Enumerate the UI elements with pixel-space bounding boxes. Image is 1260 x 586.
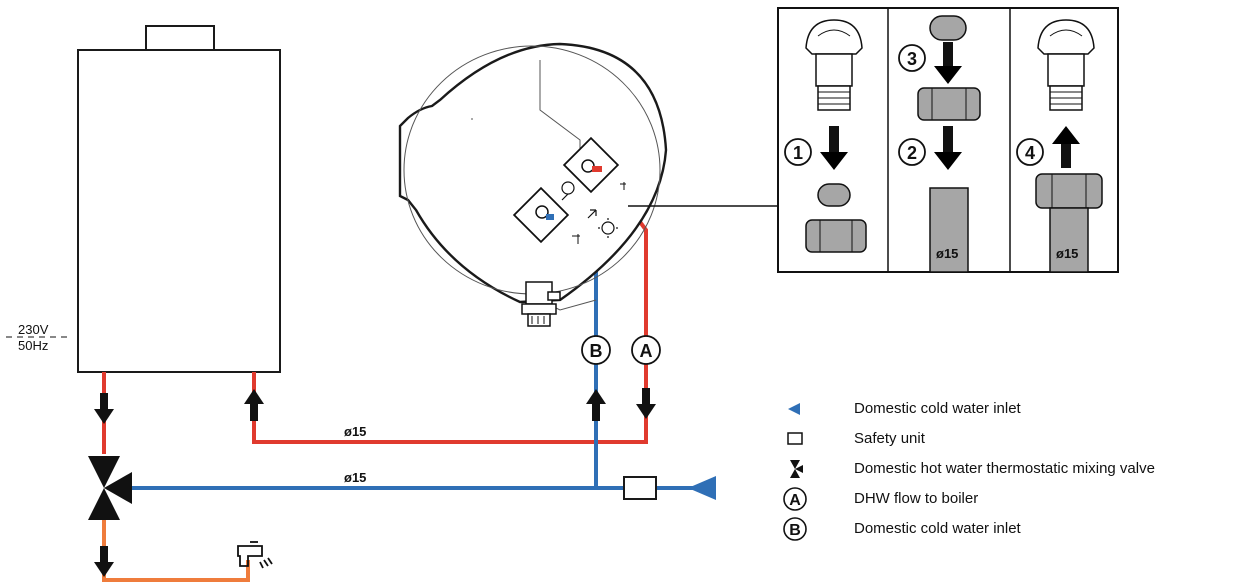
tap-icon	[237, 541, 273, 569]
arrow-down-hot	[636, 388, 656, 419]
arrow-down-mixed	[94, 546, 114, 577]
legend-label: DHW flow to boiler	[854, 490, 979, 507]
cold-inlet-connection	[512, 186, 580, 244]
legend-label: Safety unit	[854, 430, 925, 447]
label-b-marker: B	[581, 335, 611, 365]
arrow-up-cold	[586, 389, 606, 421]
legend-label: Domestic cold water inlet	[854, 520, 1021, 537]
svg-text:A: A	[789, 492, 801, 509]
detail-diameter-col2: ø15	[936, 246, 958, 261]
circle-a-icon: A	[783, 487, 807, 511]
drain-valve-assembly	[521, 281, 561, 327]
legend: Domestic cold water inlet Safety unit Do…	[770, 394, 1260, 544]
mixing-valve-icon	[88, 456, 132, 520]
legend-item-mixing-valve: Domestic hot water thermostatic mixing v…	[770, 454, 1260, 484]
water-tank	[398, 42, 668, 327]
arrow-up-boiler-in	[244, 389, 264, 421]
label-a-marker: A	[631, 335, 661, 365]
legend-item-safety-unit: Safety unit	[770, 424, 1260, 454]
detail-step-4: 4 ø15	[1016, 19, 1103, 273]
legend-label: Domestic hot water thermostatic mixing v…	[854, 460, 1155, 477]
circle-b-icon: B	[783, 517, 807, 541]
boiler-unit	[77, 25, 281, 373]
legend-item-cold-inlet-b: B Domestic cold water inlet	[770, 514, 1260, 544]
step-1-label: 1	[793, 143, 803, 163]
square-icon	[787, 432, 803, 445]
legend-item-cold-inlet: Domestic cold water inlet	[770, 394, 1260, 424]
step-2-label: 2	[907, 143, 917, 163]
detail-panel: 1 3 2 ø15 4	[777, 7, 1119, 273]
step-4-label: 4	[1025, 143, 1035, 163]
legend-label: Domestic cold water inlet	[854, 400, 1021, 417]
pipe-diameter-lower: ø15	[344, 470, 366, 485]
power-frequency: 50Hz	[18, 338, 48, 353]
sensor-icons	[561, 181, 618, 238]
step-3-label: 3	[907, 49, 917, 69]
hot-outlet-connection	[562, 136, 626, 194]
detail-step-1: 1	[784, 19, 867, 253]
safety-unit	[623, 476, 657, 500]
svg-text:A: A	[640, 341, 653, 361]
triangle-left-icon	[788, 403, 800, 415]
cold-water-inlet-icon	[688, 476, 716, 500]
mixed-pipe	[102, 520, 250, 582]
mixing-valve-icon	[790, 460, 803, 478]
detail-diameter-col3: ø15	[1056, 246, 1078, 261]
legend-item-dhw-flow: A DHW flow to boiler	[770, 484, 1260, 514]
pipe-diameter-upper: ø15	[344, 424, 366, 439]
svg-text:B: B	[590, 341, 603, 361]
power-voltage: 230V	[18, 322, 49, 337]
svg-text:B: B	[789, 522, 801, 539]
arrow-down-boiler-out	[94, 393, 114, 424]
detail-step-2-3: 3 2 ø15	[898, 15, 981, 273]
flow-arrows	[94, 388, 656, 577]
power-label: 230V 50Hz	[6, 322, 68, 353]
